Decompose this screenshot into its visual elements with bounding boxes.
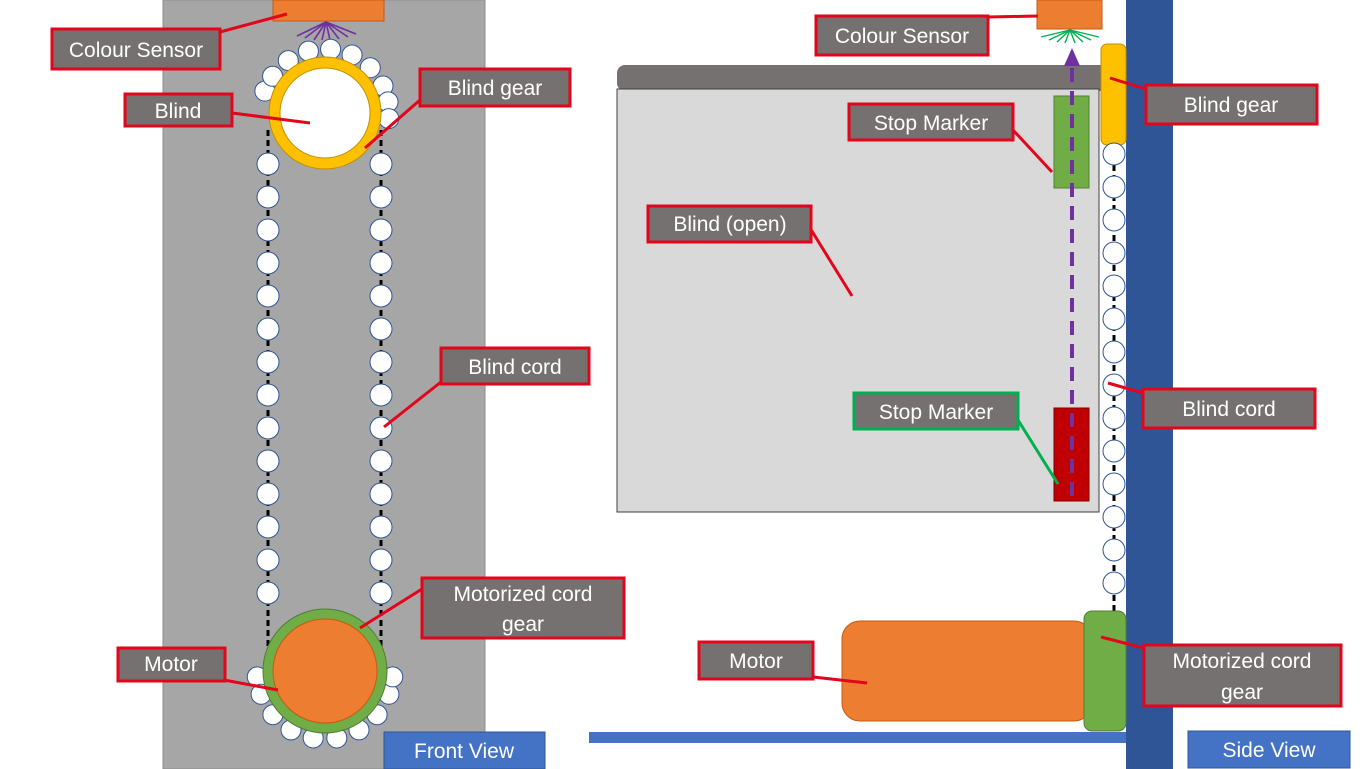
cord-bead [1102, 175, 1126, 199]
svg-text:Blind gear: Blind gear [1184, 94, 1279, 117]
side-travel-arrowhead [1064, 48, 1080, 66]
side-view: Side View Colour Sensor Blind gear Stop … [589, 0, 1351, 769]
side-blind-panel [616, 88, 1100, 513]
svg-text:Motor: Motor [729, 650, 783, 673]
side-label-motorized-cord-gear: Motorized cord gear [1142, 643, 1343, 708]
svg-text:Motorized cord: Motorized cord [454, 583, 593, 606]
side-view-caption: Side View [1222, 739, 1316, 762]
cord-bead [369, 251, 393, 275]
side-view-caption-box [1187, 730, 1351, 769]
side-label-blind-open: Blind (open) [646, 204, 813, 244]
side-floor-bar [589, 732, 1126, 743]
cord-bead [256, 350, 280, 374]
side-motorized-cord-gear [1083, 610, 1127, 732]
cord-bead [1102, 538, 1126, 562]
svg-text:Blind gear: Blind gear [448, 77, 543, 100]
side-sensor-beam [1040, 29, 1100, 44]
cord-bead [369, 449, 393, 473]
cord-bead [369, 185, 393, 209]
front-label-colour-sensor: Colour Sensor [50, 27, 222, 71]
cord-bead [1102, 241, 1126, 265]
cord-bead [256, 251, 280, 275]
svg-text:Blind cord: Blind cord [1182, 398, 1275, 421]
cord-bead [256, 185, 280, 209]
cord-bead [359, 57, 381, 79]
cord-bead [256, 152, 280, 176]
cord-bead [256, 515, 280, 539]
cord-bead [1102, 406, 1126, 430]
cord-bead [256, 383, 280, 407]
side-blind-gear [1100, 43, 1127, 146]
cord-bead [1102, 208, 1126, 232]
front-label-blind-gear: Blind gear [418, 67, 572, 108]
svg-text:Motor: Motor [144, 653, 198, 676]
cord-bead [369, 548, 393, 572]
front-label-blind: Blind [123, 92, 234, 128]
side-label-stop-marker-bottom: Stop Marker [852, 391, 1020, 431]
cord-bead [1102, 439, 1126, 463]
cord-bead [369, 152, 393, 176]
side-colour-sensor [1036, 0, 1103, 30]
side-label-motor: Motor [697, 640, 815, 681]
cord-bead [369, 350, 393, 374]
cord-bead [369, 383, 393, 407]
side-cord-beads [1102, 142, 1126, 595]
cord-bead [1102, 472, 1126, 496]
svg-text:Blind: Blind [155, 100, 202, 123]
cord-bead [1102, 505, 1126, 529]
svg-text:Motorized cord: Motorized cord [1173, 650, 1312, 673]
cord-bead [1102, 340, 1126, 364]
side-blind-housing-top [617, 65, 1125, 91]
cord-bead [256, 449, 280, 473]
cord-bead [256, 416, 280, 440]
svg-text:gear: gear [502, 613, 544, 636]
svg-text:gear: gear [1221, 681, 1263, 704]
front-view: Front View Colour Sensor Blind Blind gea… [50, 0, 626, 769]
cord-bead [369, 515, 393, 539]
front-view-caption: Front View [414, 740, 515, 763]
side-label-blind-gear: Blind gear [1144, 83, 1319, 126]
front-label-blind-cord: Blind cord [439, 346, 591, 386]
side-label-stop-marker-top: Stop Marker [847, 102, 1015, 142]
cord-bead [256, 581, 280, 605]
front-label-motor: Motor [116, 646, 227, 683]
front-leader-lines [219, 12, 442, 692]
side-label-blind-cord: Blind cord [1141, 387, 1317, 430]
front-view-caption-box [383, 731, 546, 769]
cord-bead [256, 482, 280, 506]
front-colour-sensor [272, 0, 385, 22]
cord-bead [320, 38, 342, 60]
cord-bead [1102, 274, 1126, 298]
cord-bead [1102, 142, 1126, 166]
cord-bead [1102, 571, 1126, 595]
front-sensor-beam [296, 21, 357, 41]
cord-bead [1102, 307, 1126, 331]
cord-bead [369, 218, 393, 242]
cord-bead [369, 317, 393, 341]
svg-text:Blind cord: Blind cord [468, 356, 561, 379]
svg-text:Blind (open): Blind (open) [673, 213, 786, 236]
cord-bead [369, 482, 393, 506]
cord-bead [369, 416, 393, 440]
side-label-colour-sensor: Colour Sensor [814, 14, 990, 57]
front-blind-roll [279, 67, 371, 159]
svg-text:Stop Marker: Stop Marker [879, 401, 993, 424]
svg-text:Colour Sensor: Colour Sensor [835, 25, 969, 48]
svg-text:Colour Sensor: Colour Sensor [69, 39, 203, 62]
side-leader-lines [808, 14, 1147, 685]
side-motor [841, 620, 1093, 722]
cord-bead [256, 284, 280, 308]
side-wall-pillar [1126, 0, 1173, 769]
cord-bead [369, 284, 393, 308]
cord-bead [369, 581, 393, 605]
front-motor [272, 618, 378, 724]
cord-bead [256, 218, 280, 242]
cord-bead [256, 317, 280, 341]
front-label-motorized-cord-gear: Motorized cord gear [420, 576, 626, 640]
cord-bead [256, 548, 280, 572]
svg-text:Stop Marker: Stop Marker [874, 112, 988, 135]
